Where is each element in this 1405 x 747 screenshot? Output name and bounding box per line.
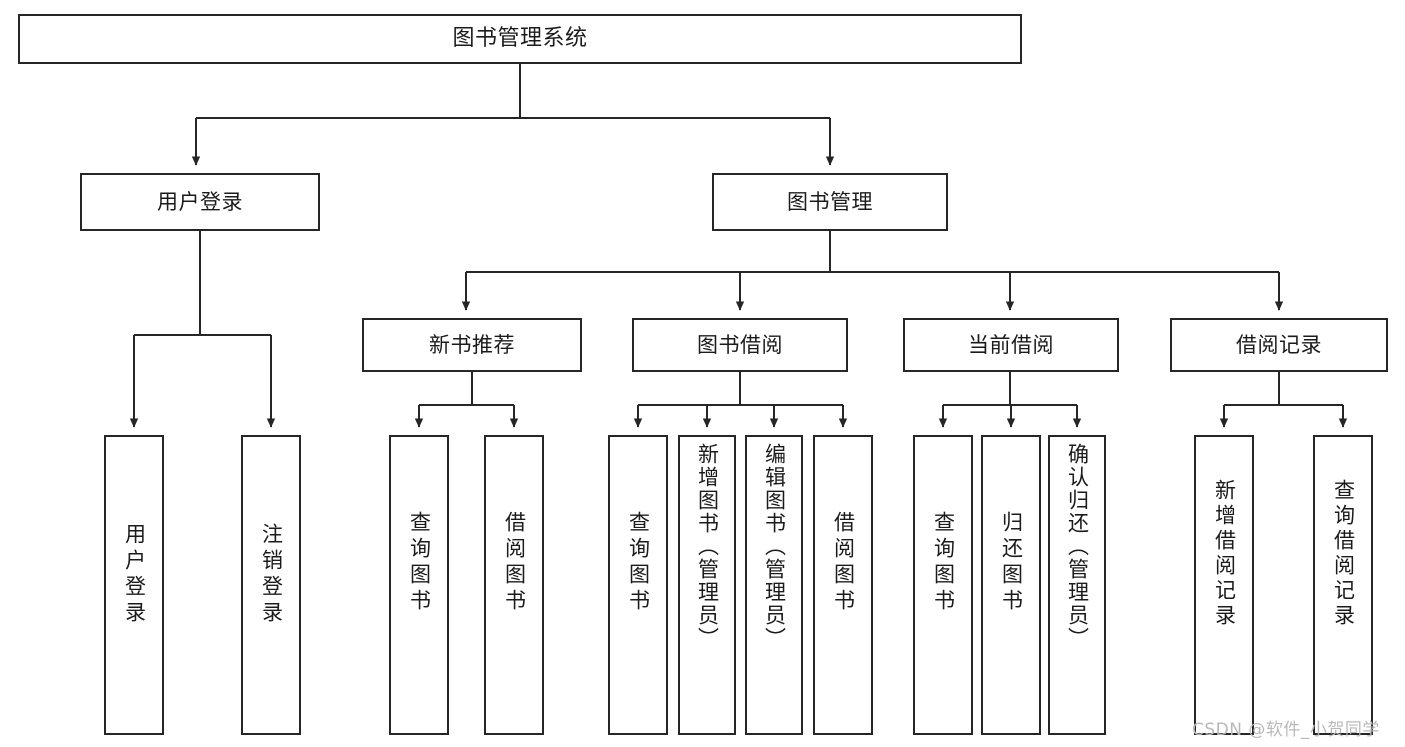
node-new-book-recommend[interactable]: 新书推荐 xyxy=(362,318,582,372)
node-label: 查询图书 xyxy=(626,511,651,615)
node-label: 编辑图书（管理员） xyxy=(762,443,787,650)
node-label: 图书借阅 xyxy=(697,332,783,357)
node-leaf-query-book-recommend[interactable]: 查询图书 xyxy=(389,435,449,735)
node-label: 查询图书 xyxy=(407,511,432,615)
node-label: 注销登录 xyxy=(259,523,284,627)
node-label: 新增借阅记录 xyxy=(1212,479,1237,629)
node-leaf-query-book-current[interactable]: 查询图书 xyxy=(913,435,973,735)
node-label: 图书管理系统 xyxy=(452,26,588,52)
node-leaf-return-book[interactable]: 归还图书 xyxy=(981,435,1041,735)
node-label: 当前借阅 xyxy=(968,332,1054,357)
node-label: 归还图书 xyxy=(999,511,1024,615)
node-leaf-user-logout[interactable]: 注销登录 xyxy=(241,435,301,735)
node-leaf-add-book[interactable]: 新增图书（管理员） xyxy=(678,435,736,735)
node-user-login[interactable]: 用户登录 xyxy=(80,173,320,231)
csdn-watermark: CSDN @软件_小贺同学 xyxy=(1192,720,1380,740)
node-leaf-edit-book[interactable]: 编辑图书（管理员） xyxy=(745,435,803,735)
node-borrow-record[interactable]: 借阅记录 xyxy=(1170,318,1388,372)
node-leaf-add-borrow-record[interactable]: 新增借阅记录 xyxy=(1194,435,1254,735)
node-label: 查询图书 xyxy=(931,511,956,615)
node-label: 借阅图书 xyxy=(831,511,856,615)
node-leaf-borrow-book-recommend[interactable]: 借阅图书 xyxy=(484,435,544,735)
node-leaf-borrow-book[interactable]: 借阅图书 xyxy=(813,435,873,735)
node-label: 借阅图书 xyxy=(502,511,527,615)
node-label: 借阅记录 xyxy=(1236,332,1322,357)
node-label: 用户登录 xyxy=(157,189,243,214)
node-leaf-query-book-borrow[interactable]: 查询图书 xyxy=(608,435,668,735)
node-root-system[interactable]: 图书管理系统 xyxy=(18,14,1022,64)
node-leaf-confirm-return[interactable]: 确认归还（管理员） xyxy=(1048,435,1106,735)
node-book-borrow[interactable]: 图书借阅 xyxy=(632,318,848,372)
node-label: 新增图书（管理员） xyxy=(695,443,720,650)
node-leaf-user-login[interactable]: 用户登录 xyxy=(104,435,164,735)
node-label: 查询借阅记录 xyxy=(1331,479,1356,629)
node-leaf-query-borrow-record[interactable]: 查询借阅记录 xyxy=(1313,435,1373,735)
node-label: 用户登录 xyxy=(122,523,147,627)
node-current-borrow[interactable]: 当前借阅 xyxy=(903,318,1119,372)
node-label: 图书管理 xyxy=(787,189,873,214)
node-label: 确认归还（管理员） xyxy=(1065,443,1090,650)
node-book-manage[interactable]: 图书管理 xyxy=(712,173,948,231)
node-label: 新书推荐 xyxy=(429,332,515,357)
